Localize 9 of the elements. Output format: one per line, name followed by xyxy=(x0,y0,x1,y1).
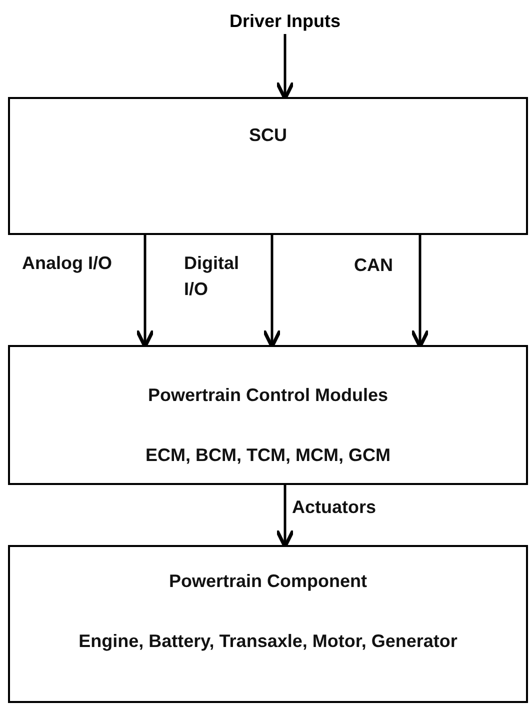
input-label: Driver Inputs xyxy=(200,8,370,34)
process-box xyxy=(8,545,528,703)
process-box xyxy=(8,345,528,485)
box-title: Powertrain Control Modules xyxy=(146,384,389,407)
process-box xyxy=(8,97,528,235)
box-text: ECM, BCM, TCM, MCM, GCM xyxy=(144,444,392,467)
box-title: Powertrain Component xyxy=(168,570,368,593)
box-text: Engine, Battery, Transaxle, Motor, Generator xyxy=(78,630,458,653)
box-title: SCU xyxy=(248,124,288,147)
